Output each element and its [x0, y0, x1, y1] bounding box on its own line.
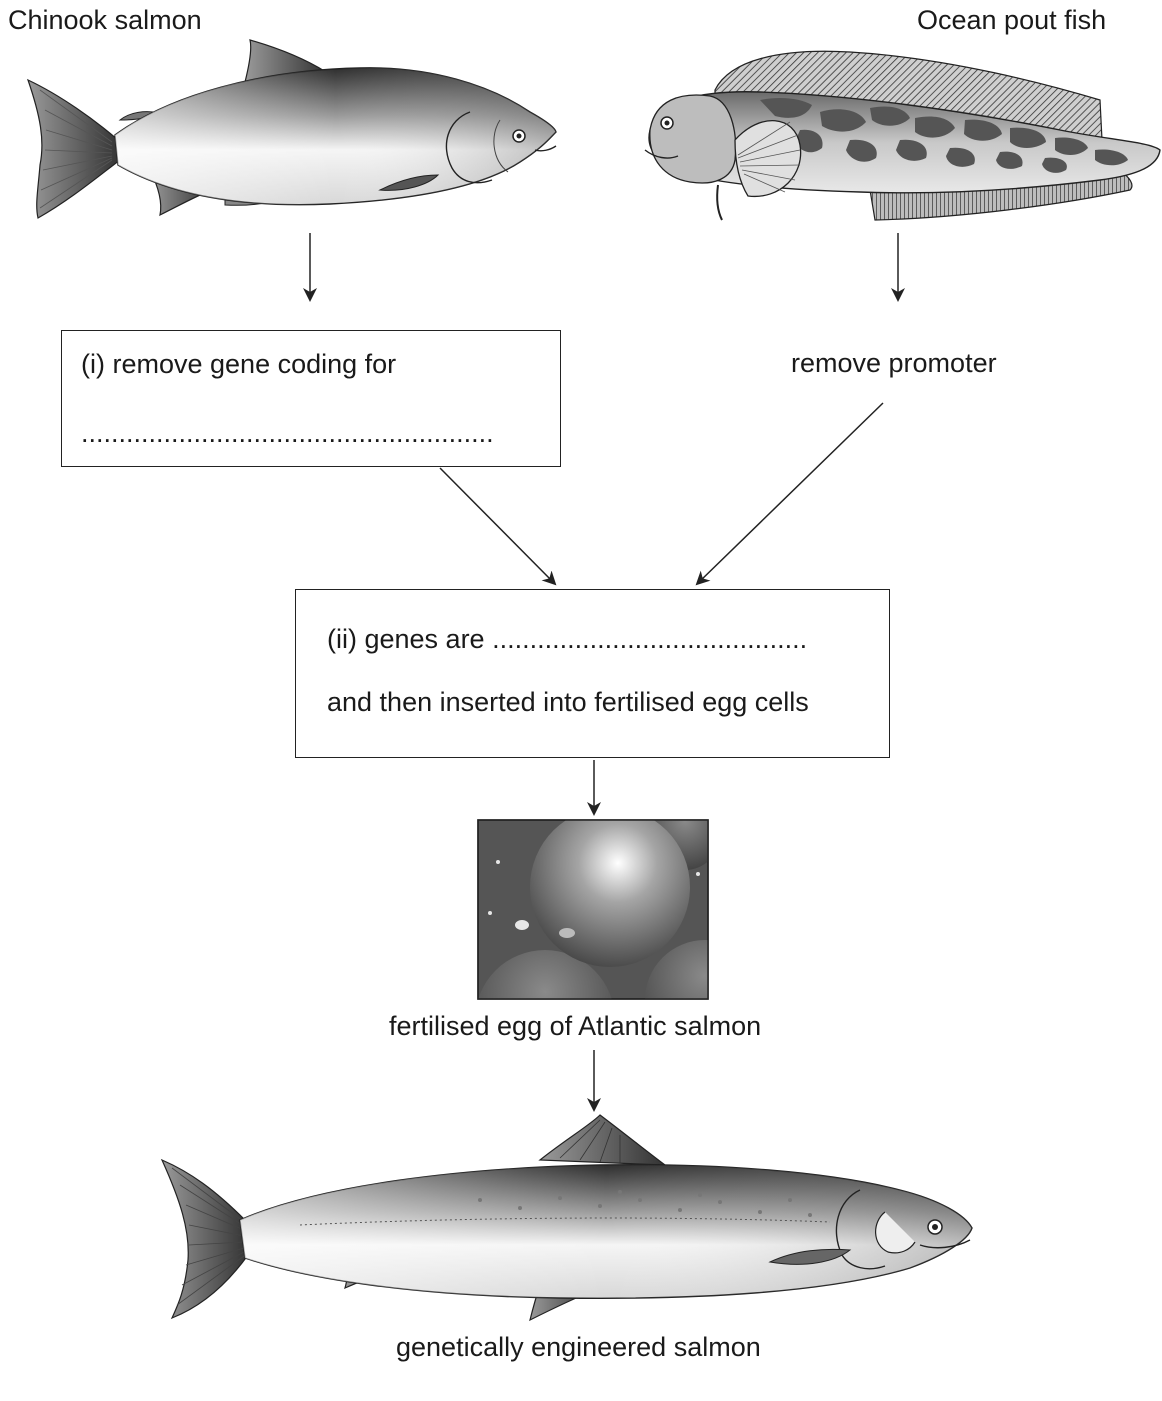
arrow-box-i-to-box-ii: [440, 468, 555, 584]
arrow-promoter-to-box-ii: [697, 403, 883, 584]
ocean-pout-illustration: [645, 51, 1160, 220]
fertilised-egg-image: [475, 800, 765, 1090]
chinook-salmon-illustration: [28, 40, 556, 218]
atlantic-salmon-illustration: [162, 1115, 972, 1320]
